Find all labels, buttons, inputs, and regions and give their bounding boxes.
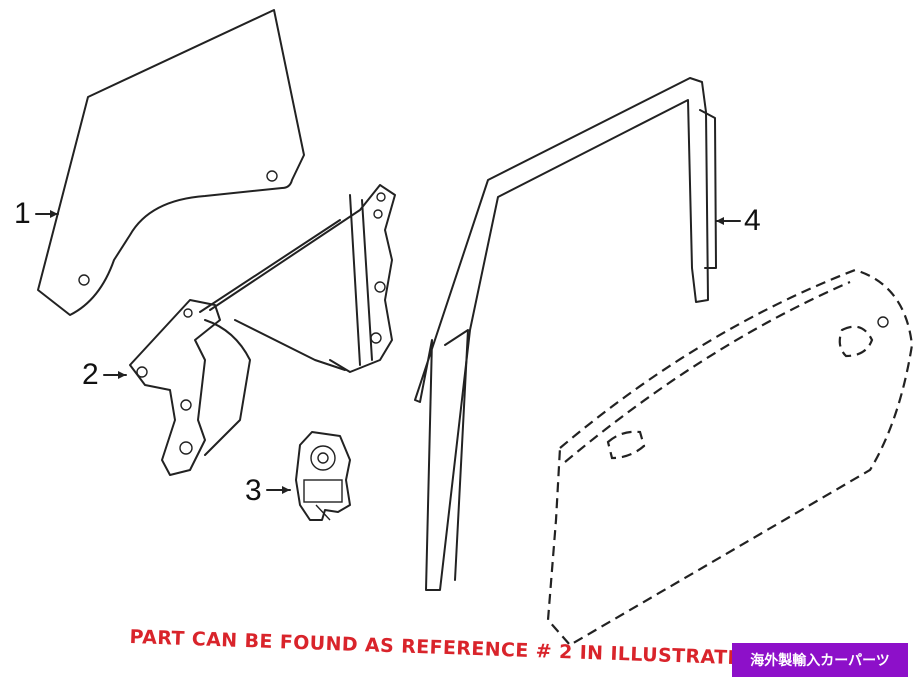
door-glass-part <box>37 9 305 316</box>
door-shell-outline <box>546 268 914 647</box>
window-regulator-part <box>129 184 396 476</box>
window-motor-part <box>295 431 351 521</box>
callout-2: 2 <box>82 358 99 391</box>
leader-arrows <box>35 210 741 494</box>
callout-1: 1 <box>14 197 31 230</box>
import-parts-badge: 海外製輸入カーパーツ <box>732 643 908 677</box>
callout-4: 4 <box>744 204 761 237</box>
callout-3: 3 <box>245 474 262 507</box>
glass-run-channel-part <box>414 77 717 591</box>
